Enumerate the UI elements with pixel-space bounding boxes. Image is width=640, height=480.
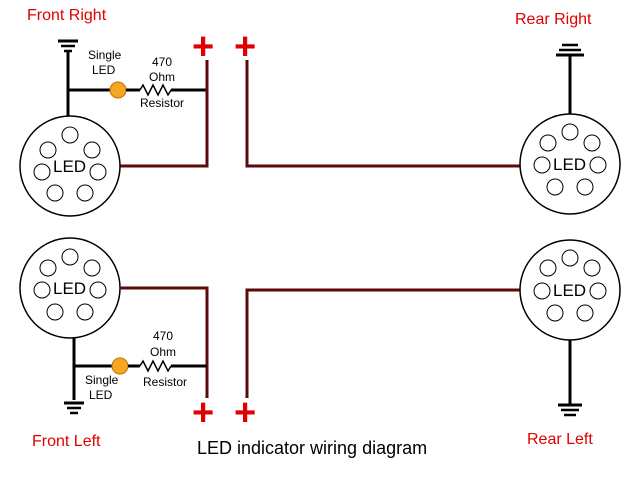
ground-symbol-icon [556,43,584,57]
ground-symbol-icon [58,39,78,53]
led-label: LED [53,157,86,176]
resistor-label: Resistor [140,96,184,110]
ground-symbol-icon [558,403,582,417]
led-label: LED [553,281,586,300]
diagram-title: LED indicator wiring diagram [197,438,427,458]
ground-symbol-icon [64,401,84,415]
single-led-icon [109,81,127,99]
led-cluster-icon [519,113,621,215]
plus-terminal-icon: + [192,392,214,434]
single-led-icon [111,357,129,375]
front-left-label: Front Left [32,433,101,450]
resistor-label: Resistor [143,375,187,389]
single-led-label-line1: Single [85,373,119,387]
resistor-unit-label: Ohm [150,345,176,359]
rear-right-feed-wire [245,60,522,168]
front-right-feed-wire [120,60,209,168]
rear-left-feed-wire [245,288,522,398]
led-label: LED [53,279,86,298]
plus-terminal-icon: + [234,26,256,68]
single-led-label-line2: LED [92,63,116,77]
resistor-unit-label: Ohm [149,70,175,84]
resistor-icon [139,83,172,97]
rear-right-label: Rear Right [515,11,592,28]
led-cluster-icon [19,237,121,339]
single-led-label-line2: LED [89,388,113,402]
front-left-feed-wire [120,286,209,398]
front-right-label: Front Right [27,7,107,24]
rear-left-label: Rear Left [527,431,593,448]
single-led-label-line1: Single [88,48,122,62]
led-cluster-icon [19,115,121,217]
plus-terminal-icon: + [234,392,256,434]
plus-terminal-icon: + [192,26,214,68]
resistor-value-label: 470 [152,55,172,69]
resistor-value-label: 470 [153,329,173,343]
resistor-icon [139,359,172,373]
led-label: LED [553,155,586,174]
